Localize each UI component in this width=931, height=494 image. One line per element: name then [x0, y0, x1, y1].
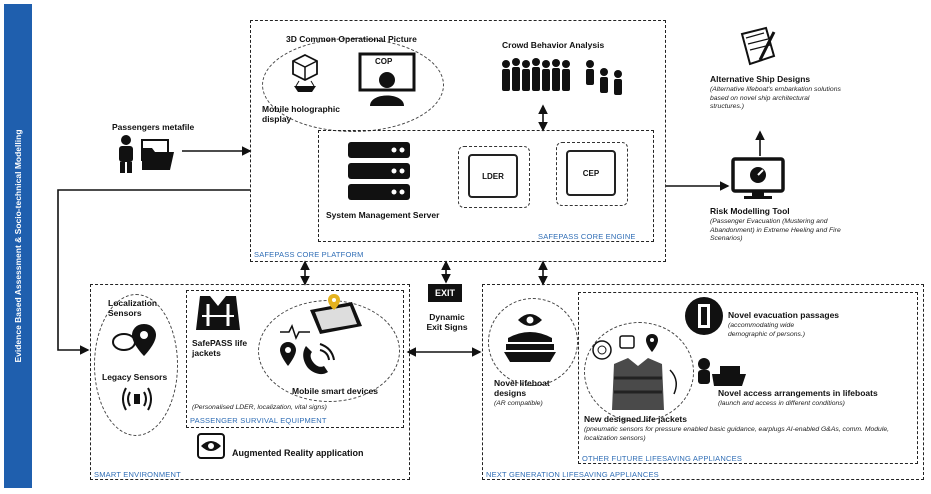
core-engine-box — [318, 130, 654, 242]
exit-sign: EXIT — [428, 284, 462, 302]
core-platform-caption: SAFEPASS CORE PLATFORM — [254, 250, 364, 259]
server-label: System Management Server — [326, 210, 440, 220]
lifeboat-desc: (AR compatible) — [494, 400, 543, 407]
ar-label: Augmented Reality application — [232, 448, 364, 458]
crowd-icon — [502, 58, 622, 95]
new-jackets-desc: (pneumatic sensors for pressure enabled … — [584, 426, 890, 442]
smart-env-caption: SMART ENVIRONMENT — [94, 470, 181, 479]
cep-chip-pins — [556, 142, 628, 206]
lifeboat-cloud — [488, 298, 578, 386]
risk-desc: (Passenger Evacuation (Mustering and Aba… — [710, 218, 841, 242]
sensors-cloud — [94, 294, 178, 436]
new-jackets-cloud — [584, 322, 694, 422]
evac-passage-icon — [685, 297, 723, 335]
hologram-icon — [292, 53, 318, 92]
location-pin-icon — [112, 324, 156, 356]
signal-waves-icon — [122, 387, 152, 411]
core-platform-box — [250, 20, 666, 262]
core-engine-caption: SAFEPASS CORE ENGINE — [538, 232, 636, 241]
phone-pin-icon — [280, 342, 335, 375]
exit-sign-text: EXIT — [434, 288, 455, 298]
access-icon — [698, 358, 746, 386]
new-jacket-icon — [592, 334, 677, 410]
survival-caption: PASSENGER SURVIVAL EQUIPMENT — [190, 416, 327, 425]
legacy-label: Legacy Sensors — [102, 372, 168, 382]
cop-cloud — [262, 38, 444, 132]
sidebar-band: Evidence Based Assessment & Socio-techni… — [4, 4, 32, 488]
localization-label: Localization Sensors — [108, 298, 158, 318]
jackets-label: SafePASS life jackets — [192, 338, 248, 358]
ar-eye-icon — [197, 433, 225, 459]
new-jackets-title: New designed life jackets — [584, 414, 687, 424]
lder-chip: LDER — [468, 154, 518, 198]
other-lsa-box — [578, 292, 918, 464]
cop-monitor-icon — [358, 52, 416, 106]
cop-badge: COP — [375, 57, 393, 66]
evac-desc: (accommodating wide demographic of perso… — [728, 322, 806, 338]
cep-chip: CEP — [566, 150, 616, 196]
survival-box — [186, 290, 404, 428]
holo-label: Mobile holographic display — [262, 104, 340, 124]
crowd-label: Crowd Behavior Analysis — [502, 40, 605, 50]
life-jacket-icon — [196, 296, 240, 330]
access-title: Novel access arrangements in lifeboats — [718, 388, 878, 398]
passenger-folder-icon — [119, 135, 174, 173]
cop-title: 3D Common Operational Picture — [286, 34, 417, 44]
lifeboat-icon — [504, 314, 556, 362]
alt-ship-title: Alternative Ship Designs — [710, 74, 811, 84]
server-icon — [348, 142, 410, 200]
passengers-label: Passengers metafile — [112, 122, 195, 132]
lifeboat-label: Novel lifeboat designs — [494, 378, 550, 398]
line-left-loop — [57, 189, 250, 355]
smartphone-icon — [310, 294, 362, 334]
smart-env-box — [90, 284, 410, 480]
exit-label: Dynamic Exit Signs — [426, 312, 468, 332]
mobile-desc: (Personalised LDER, localization, vital … — [192, 404, 327, 411]
mobile-label: Mobile smart devices — [292, 386, 378, 396]
access-desc: (launch and access in different conditio… — [718, 400, 845, 407]
heartbeat-icon — [280, 324, 310, 340]
alt-ship-desc: (Alternative lifeboat's embarkation solu… — [710, 86, 841, 110]
blueprint-icon — [740, 26, 776, 66]
other-lsa-caption: OTHER FUTURE LIFESAVING APPLIANCES — [582, 454, 743, 463]
risk-monitor-icon — [731, 157, 785, 199]
evac-title: Novel evacuation passages — [728, 310, 840, 320]
next-gen-caption: NEXT GENERATION LIFESAVING APPLIANCES — [486, 470, 659, 479]
lder-chip-pins — [458, 146, 530, 208]
risk-title: Risk Modelling Tool — [710, 206, 790, 216]
next-gen-box — [482, 284, 924, 480]
